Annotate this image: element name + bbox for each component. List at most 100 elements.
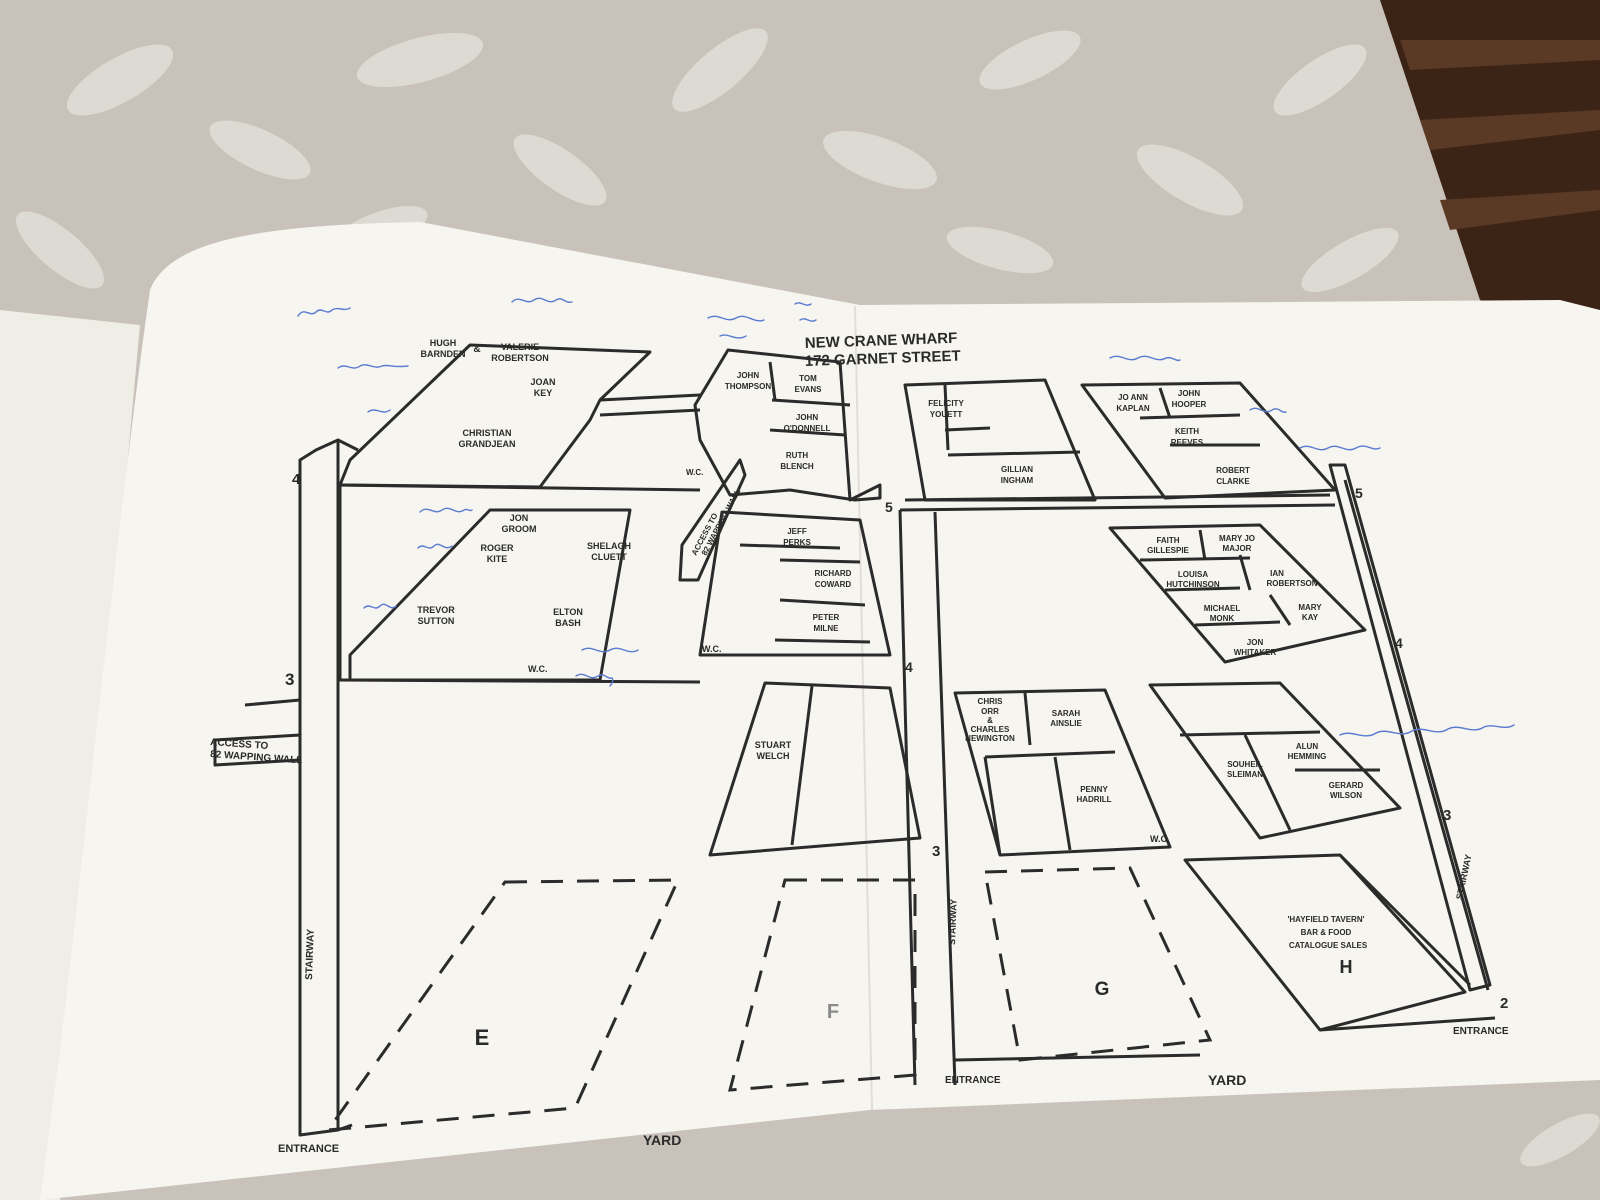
name-roger-2: KITE (487, 554, 508, 564)
wooden-chair (1380, 0, 1600, 360)
name-ian-2: ROBERTSON (1266, 579, 1317, 588)
name-richard-2: COWARD (815, 580, 852, 589)
name-joan-2: KEY (534, 388, 553, 398)
area-g (983, 866, 1213, 1062)
name-penny-2: HADRILL (1076, 795, 1111, 804)
area-h-label: H (1340, 957, 1353, 977)
studio-chris (953, 688, 1172, 857)
floor-3-right: 3 (1443, 807, 1451, 824)
name-tom-1: TOM (799, 374, 817, 383)
floor-4-left: 4 (292, 471, 301, 488)
scribble-6 (794, 302, 817, 322)
name-sarah-2: AINSLIE (1050, 719, 1082, 728)
name-faith-2: GILLESPIE (1147, 546, 1189, 555)
name-penny-1: PENNY (1080, 785, 1108, 794)
name-gillian-1: GILLIAN (1001, 465, 1033, 474)
access-mid-box (678, 458, 747, 582)
structural-labels: ACCESS TO 82 WAPPING WALL ACCESS TO 82 W… (210, 468, 1509, 1155)
floor-4-right: 4 (1395, 635, 1403, 651)
name-gerard-1: GERARD (1329, 781, 1364, 790)
title-line1: NEW CRANE WHARF (805, 330, 958, 352)
studio-felicity (903, 378, 1097, 502)
name-jonw-1: JON (1247, 638, 1264, 647)
name-alun-2: HEMMING (1288, 752, 1327, 761)
floor-numbers: 4 3 5 4 3 5 4 3 2 (285, 471, 1508, 1012)
handwritten-notes (297, 297, 1515, 737)
name-valerie-2: ROBERTSON (491, 353, 549, 363)
name-roger-1: ROGER (480, 543, 514, 553)
area-e-label: E (475, 1025, 490, 1050)
name-jon-1: JON (510, 513, 529, 523)
scribble-12 (363, 603, 397, 609)
name-joann-2: KAPLAN (1116, 404, 1150, 413)
scribble-4 (367, 409, 391, 413)
floor-4-mid: 4 (905, 659, 913, 675)
name-trevor-2: SUTTON (418, 616, 455, 626)
tavern-1: 'HAYFIELD TAVERN' (1288, 915, 1365, 924)
tavern-3: CATALOGUE SALES (1289, 941, 1368, 950)
name-chris-1: CHRIS (978, 697, 1004, 706)
studio-stuart (708, 681, 922, 857)
floor-2-right: 2 (1500, 995, 1508, 1012)
scribble-9 (1299, 445, 1381, 451)
name-alun-1: ALUN (1296, 742, 1318, 751)
name-louisa-2: HUTCHINSON (1166, 580, 1220, 589)
name-hugh-2: BARNDEN (421, 349, 466, 359)
name-ian-1: IAN (1270, 569, 1284, 578)
booklet-page (40, 222, 1600, 1200)
scribble-13 (575, 647, 639, 687)
name-peter-1: PETER (813, 613, 840, 622)
under-page (0, 310, 140, 1200)
name-faith-1: FAITH (1156, 536, 1179, 545)
name-keith-2: REEVES (1171, 438, 1204, 447)
name-johnh-2: HOOPER (1172, 400, 1207, 409)
floor-3-mid: 3 (932, 843, 940, 860)
studio-floor4-mid (693, 348, 882, 502)
wc-right: W.C. (1150, 834, 1170, 844)
name-chris-5: NEWINGTON (965, 734, 1015, 743)
name-johno-1: JOHN (796, 413, 818, 422)
name-jeff-1: JEFF (787, 527, 807, 536)
name-robert-1: ROBERT (1216, 466, 1250, 475)
entrance-left: ENTRANCE (278, 1143, 339, 1155)
title: NEW CRANE WHARF 172 GARNET STREET (805, 330, 961, 370)
name-shelagh-1: SHELAGH (587, 541, 631, 551)
name-valerie-1: VALERIE (501, 342, 539, 352)
floor-5-right: 5 (1355, 485, 1363, 501)
name-maryjo-1: MARY JO (1219, 534, 1255, 543)
plan-left (213, 343, 922, 1137)
name-gerard-2: WILSON (1330, 791, 1362, 800)
scribble-8 (1249, 407, 1287, 414)
area-e (324, 878, 681, 1132)
wc-left-3: W.C. (528, 664, 548, 674)
name-ruth-2: BLENCH (780, 462, 814, 471)
name-elton-2: BASH (555, 618, 581, 628)
name-shelagh-2: CLUETT (591, 552, 627, 562)
studio-floor3-mid (698, 510, 892, 657)
stairway-left-label: STAIRWAY (304, 928, 317, 980)
name-trevor-1: TREVOR (417, 605, 455, 615)
amp-hugh: & (473, 344, 480, 355)
plan-right (898, 378, 1496, 1086)
booklet-spine (854, 305, 873, 1111)
access-left-line1: ACCESS TO (210, 737, 269, 752)
scribble-10 (419, 507, 473, 513)
name-michael-2: MONK (1210, 614, 1235, 623)
name-stuart-2: WELCH (757, 751, 790, 761)
name-joan-1: JOAN (530, 377, 555, 387)
name-stuart-1: STUART (755, 740, 792, 750)
scribble-2 (511, 297, 573, 304)
name-joann-1: JO ANN (1118, 393, 1148, 402)
names-right: FELICITY YOUETT GILLIAN INGHAM JO ANN KA… (928, 389, 1368, 1000)
name-johno-2: O'DONNELL (784, 424, 831, 433)
name-johnt-1: JOHN (737, 371, 759, 380)
name-robert-2: CLARKE (1216, 477, 1250, 486)
floor-5-mid: 5 (885, 499, 893, 515)
name-sarah-1: SARAH (1052, 709, 1081, 718)
name-peter-2: MILNE (814, 624, 840, 633)
wc-mid-top: W.C. (686, 468, 703, 477)
yard-right: YARD (1208, 1072, 1246, 1088)
name-chris-3: & (987, 716, 993, 725)
name-elton-1: ELTON (553, 607, 583, 617)
